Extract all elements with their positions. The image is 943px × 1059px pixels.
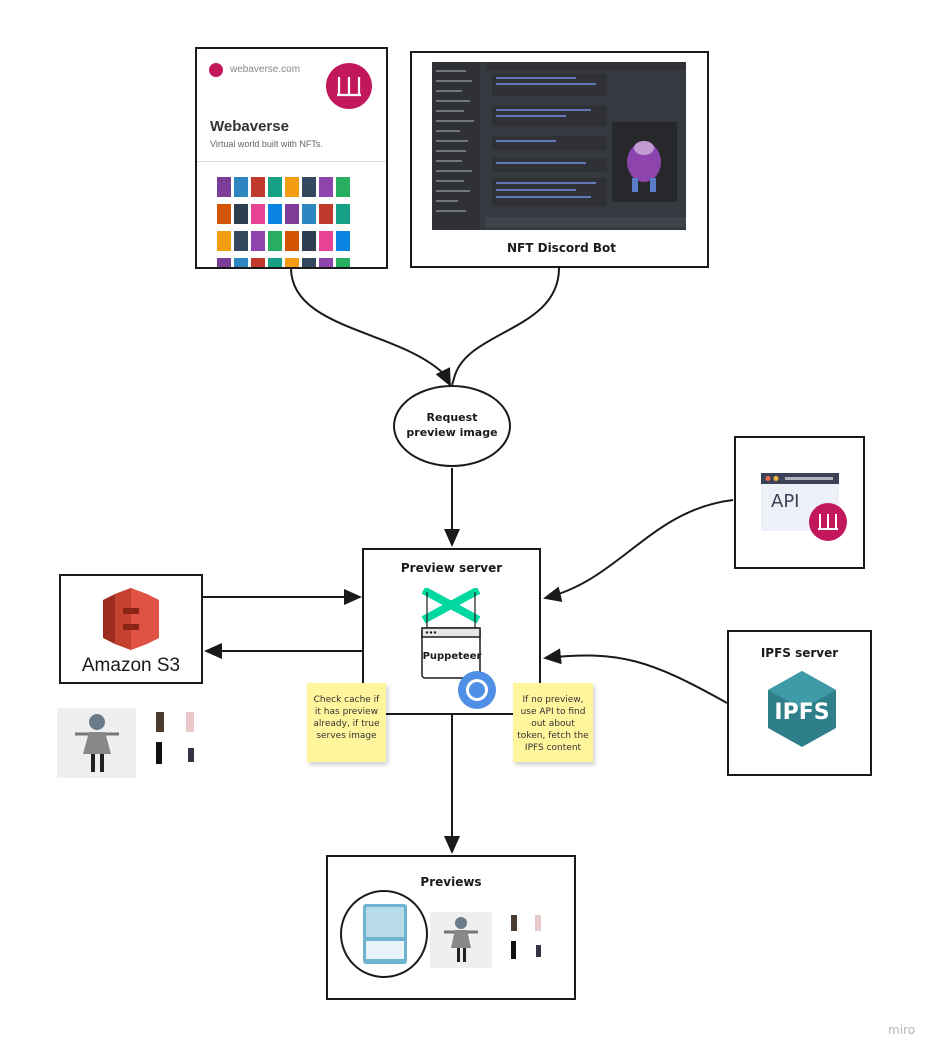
nft-card-grid	[217, 177, 350, 267]
nft-thumbnail	[234, 258, 248, 267]
puppeteer-label: Puppeteer	[422, 651, 482, 662]
nft-thumbnail	[336, 231, 350, 251]
discord-caption: NFT Discord Bot	[507, 241, 616, 255]
discord-screenshot	[432, 62, 686, 230]
divider	[197, 161, 386, 162]
webaverse-tagline: Virtual world built with NFTs.	[210, 139, 323, 149]
avatar-thumbnail-large	[57, 708, 136, 778]
webaverse-card: webaverse.com Webaverse Virtual world bu…	[195, 47, 388, 269]
discord-bot-card: NFT Discord Bot	[410, 51, 709, 268]
preview-sprite-sheet	[511, 915, 541, 959]
nft-thumbnail	[319, 258, 333, 267]
arrow-ipfs-to-server	[543, 648, 728, 704]
webaverse-logo-icon	[326, 63, 372, 109]
webaverse-url: webaverse.com	[230, 64, 301, 75]
previews-title: Previews	[420, 875, 482, 889]
sticky-note-fetch: If no preview, use API to find out about…	[513, 683, 593, 762]
preview-server-title: Preview server	[400, 561, 503, 575]
nft-thumbnail	[285, 231, 299, 251]
nft-thumbnail	[251, 204, 265, 224]
nft-thumbnail	[217, 204, 231, 224]
nft-thumbnail	[251, 231, 265, 251]
nft-thumbnail	[336, 177, 350, 197]
nft-thumbnail	[217, 258, 231, 267]
curve-discord-to-request	[451, 267, 560, 386]
preview-card-circle	[340, 890, 428, 978]
api-webaverse-logo-icon	[809, 503, 847, 541]
sticky-note-cache: Check cache if it has preview already, i…	[307, 683, 386, 762]
curve-webaverse-to-request	[290, 267, 451, 387]
nft-thumbnail	[268, 231, 282, 251]
amazon-s3-box: Amazon S3	[59, 574, 203, 684]
amazon-s3-logo-icon	[103, 588, 159, 650]
ipfs-logo-text: IPFS	[774, 700, 829, 725]
nft-thumbnail	[217, 231, 231, 251]
nft-thumbnail	[234, 204, 248, 224]
nft-thumbnail	[285, 177, 299, 197]
request-line2: preview image	[406, 426, 498, 439]
puppeteer-logo-icon	[421, 588, 481, 679]
nft-thumbnail	[319, 231, 333, 251]
nft-thumbnail	[336, 204, 350, 224]
nft-thumbnail	[268, 204, 282, 224]
nft-thumbnail	[217, 177, 231, 197]
nft-thumbnail	[336, 258, 350, 267]
nft-thumbnail	[285, 204, 299, 224]
nft-thumbnail	[302, 258, 316, 267]
nft-thumbnail	[302, 177, 316, 197]
nft-thumbnail	[251, 177, 265, 197]
nft-thumbnail	[319, 204, 333, 224]
preview-server-box: Preview server Puppeteer	[362, 548, 541, 715]
nft-thumbnail	[251, 258, 265, 267]
nft-thumbnail	[268, 177, 282, 197]
nft-thumbnail	[302, 204, 316, 224]
nft-thumbnail	[234, 177, 248, 197]
api-box: API	[734, 436, 865, 569]
nft-thumbnail	[268, 258, 282, 267]
arrow-api-to-server	[543, 499, 734, 603]
nft-thumbnail	[234, 231, 248, 251]
webaverse-title: Webaverse	[210, 118, 289, 135]
api-label: API	[771, 491, 800, 512]
webaverse-favicon-icon	[209, 63, 223, 77]
nft-thumbnail	[319, 177, 333, 197]
chrome-logo-icon	[458, 671, 496, 709]
nft-thumbnail	[285, 258, 299, 267]
previews-box: Previews	[326, 855, 576, 1000]
ipfs-server-box: IPFS server IPFS	[727, 630, 872, 776]
preview-avatar-thumbnail	[430, 912, 492, 968]
request-line1: Request	[426, 411, 478, 424]
amazon-s3-label: Amazon S3	[81, 655, 181, 676]
request-node: Request preview image	[393, 385, 511, 467]
miro-watermark: miro	[888, 1023, 916, 1037]
nft-thumbnail	[302, 231, 316, 251]
ipfs-logo-icon: IPFS	[768, 671, 836, 747]
ipfs-server-title: IPFS server	[760, 646, 839, 660]
avatar-sprite-sheet	[156, 712, 194, 764]
